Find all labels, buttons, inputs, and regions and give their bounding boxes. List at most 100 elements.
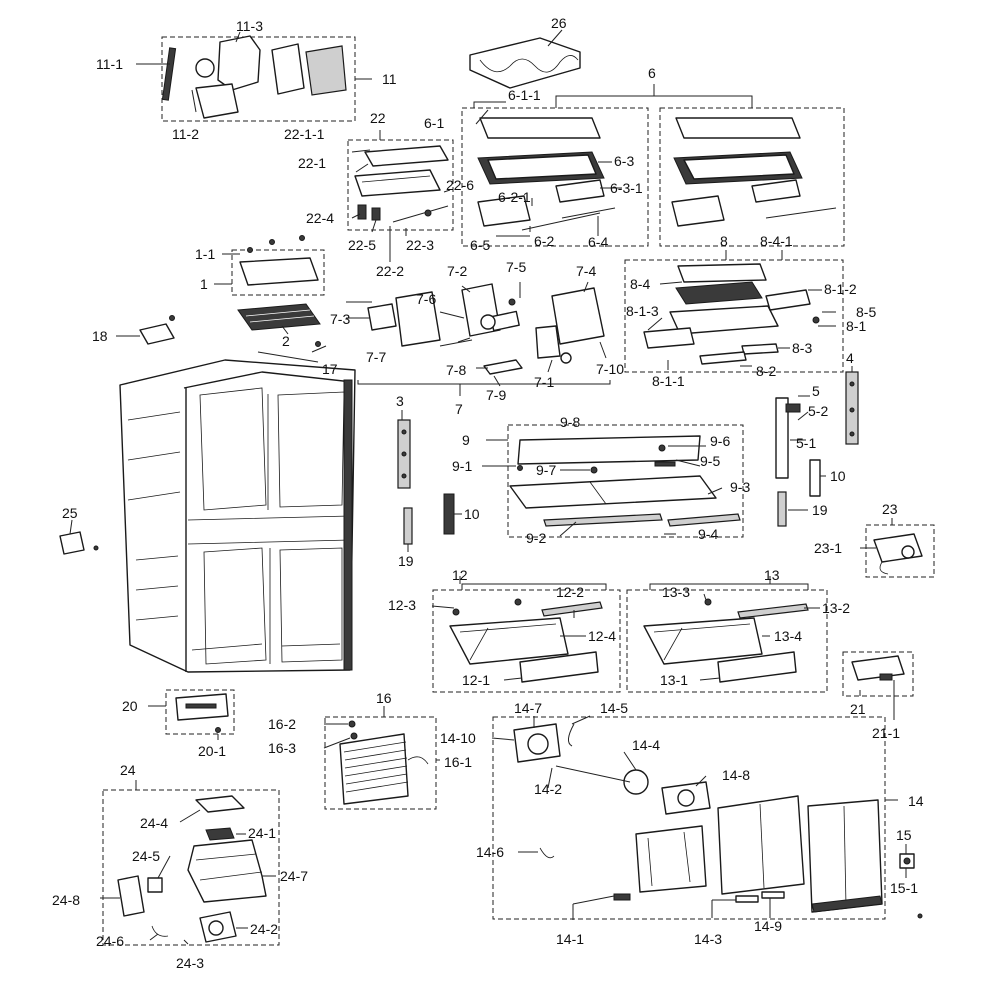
callout-14-9: 14-9 xyxy=(754,918,782,934)
callout-14-3: 14-3 xyxy=(694,931,722,947)
callout-22-4: 22-4 xyxy=(306,210,334,226)
part-1-cover xyxy=(239,235,319,286)
group-box-1 xyxy=(231,249,325,296)
callout-7-2: 7-2 xyxy=(447,263,467,279)
part-23-component xyxy=(873,533,923,575)
callout-22-6: 22-6 xyxy=(446,177,474,193)
callout-7-3: 7-3 xyxy=(330,311,350,327)
callout-17: 17 xyxy=(322,361,338,377)
callout-9-4: 9-4 xyxy=(698,526,718,542)
callout-6-5: 6-5 xyxy=(470,237,490,253)
callout-9: 9 xyxy=(462,432,470,448)
callout-24-2: 24-2 xyxy=(250,921,278,937)
callout-7-1: 7-1 xyxy=(534,374,554,390)
callout-7-5: 7-5 xyxy=(506,259,526,275)
callout-2: 2 xyxy=(282,333,290,349)
callout-19-right: 19 xyxy=(812,502,828,518)
callout-8-1-2: 8-1-2 xyxy=(824,281,857,297)
group-box-24 xyxy=(102,789,280,946)
callout-3: 3 xyxy=(396,393,404,409)
callout-14-6: 14-6 xyxy=(476,844,504,860)
callout-11-2: 11-2 xyxy=(172,126,199,142)
callout-6-4: 6-4 xyxy=(588,234,608,250)
callout-12-4: 12-4 xyxy=(588,628,616,644)
part-17-cabinet xyxy=(119,359,356,673)
callout-14: 14 xyxy=(908,793,924,809)
part-21-component xyxy=(851,655,905,681)
callout-19-left: 19 xyxy=(398,553,414,569)
callout-14-5: 14-5 xyxy=(600,700,628,716)
callout-5: 5 xyxy=(812,383,820,399)
part-10-strip-left xyxy=(443,493,455,535)
group-box-21 xyxy=(842,651,914,697)
part-16-evaporator xyxy=(339,720,429,805)
leader-lines xyxy=(69,29,907,945)
callout-7-8: 7-8 xyxy=(446,362,466,378)
part-14-assembly xyxy=(513,723,923,919)
callout-20-1: 20-1 xyxy=(198,743,226,759)
callout-18: 18 xyxy=(92,328,108,344)
part-25-component xyxy=(59,531,99,555)
callout-13-4: 13-4 xyxy=(774,628,802,644)
group-box-9 xyxy=(507,424,744,538)
callout-22: 22 xyxy=(370,110,386,126)
callout-24-4: 24-4 xyxy=(140,815,168,831)
callout-25: 25 xyxy=(62,505,78,521)
callout-1: 1 xyxy=(200,276,208,292)
callout-14-7: 14-7 xyxy=(514,700,542,716)
callout-8-2: 8-2 xyxy=(756,363,776,379)
part-13-drawer xyxy=(643,598,809,683)
callout-7-7: 7-7 xyxy=(366,349,386,365)
callout-21: 21 xyxy=(850,701,866,717)
callout-13-3: 13-3 xyxy=(662,584,690,600)
callout-9-5: 9-5 xyxy=(700,453,720,469)
callout-15: 15 xyxy=(896,827,912,843)
group-box-22 xyxy=(347,139,454,231)
callout-26: 26 xyxy=(551,15,567,31)
callout-6-2-1: 6-2-1 xyxy=(498,189,531,205)
callout-6-3: 6-3 xyxy=(614,153,634,169)
callout-14-10: 14-10 xyxy=(440,730,476,746)
callout-22-1-1: 22-1-1 xyxy=(284,126,325,142)
callout-24: 24 xyxy=(120,762,136,778)
part-24-assembly xyxy=(117,795,267,943)
callout-16-1: 16-1 xyxy=(444,754,472,770)
callout-6-1: 6-1 xyxy=(424,115,444,131)
callout-21-1: 21-1 xyxy=(872,725,900,741)
callout-7-9: 7-9 xyxy=(486,387,506,403)
callout-8-1-1: 8-1-1 xyxy=(652,373,685,389)
callout-7-6: 7-6 xyxy=(416,291,436,307)
part-26-top-rack xyxy=(469,37,581,89)
callout-14-1: 14-1 xyxy=(556,931,584,947)
callout-15-1: 15-1 xyxy=(890,880,918,896)
callout-6-1-1: 6-1-1 xyxy=(508,87,541,103)
callout-8-4: 8-4 xyxy=(630,276,650,292)
callout-24-5: 24-5 xyxy=(132,848,160,864)
part-8-shelf xyxy=(643,263,820,365)
callout-11: 11 xyxy=(382,71,397,87)
part-15-component xyxy=(899,853,915,869)
callout-13-2: 13-2 xyxy=(822,600,850,616)
callout-16-3: 16-3 xyxy=(268,740,296,756)
group-box-14 xyxy=(492,716,886,920)
callout-10-left: 10 xyxy=(464,506,480,522)
callout-6: 6 xyxy=(648,65,656,81)
callout-10-right: 10 xyxy=(830,468,846,484)
callout-labels: 26 11-3 11-1 11 11-2 6 6-1-1 6-1 6-3 6-3… xyxy=(52,15,924,971)
callout-8-3: 8-3 xyxy=(792,340,812,356)
callout-12-3: 12-3 xyxy=(388,597,416,613)
group-box-6-1 xyxy=(461,107,649,247)
callout-9-1: 9-1 xyxy=(452,458,472,474)
callout-24-7: 24-7 xyxy=(280,868,308,884)
callout-12: 12 xyxy=(452,567,468,583)
part-20-component xyxy=(175,693,229,733)
callout-9-8: 9-8 xyxy=(560,414,580,430)
callout-14-4: 14-4 xyxy=(632,737,660,753)
group-box-20 xyxy=(165,689,235,735)
callout-5-2: 5-2 xyxy=(808,403,828,419)
callout-12-2: 12-2 xyxy=(556,584,584,600)
group-box-16 xyxy=(324,716,437,810)
callout-9-7: 9-7 xyxy=(536,462,556,478)
callout-14-2: 14-2 xyxy=(534,781,562,797)
